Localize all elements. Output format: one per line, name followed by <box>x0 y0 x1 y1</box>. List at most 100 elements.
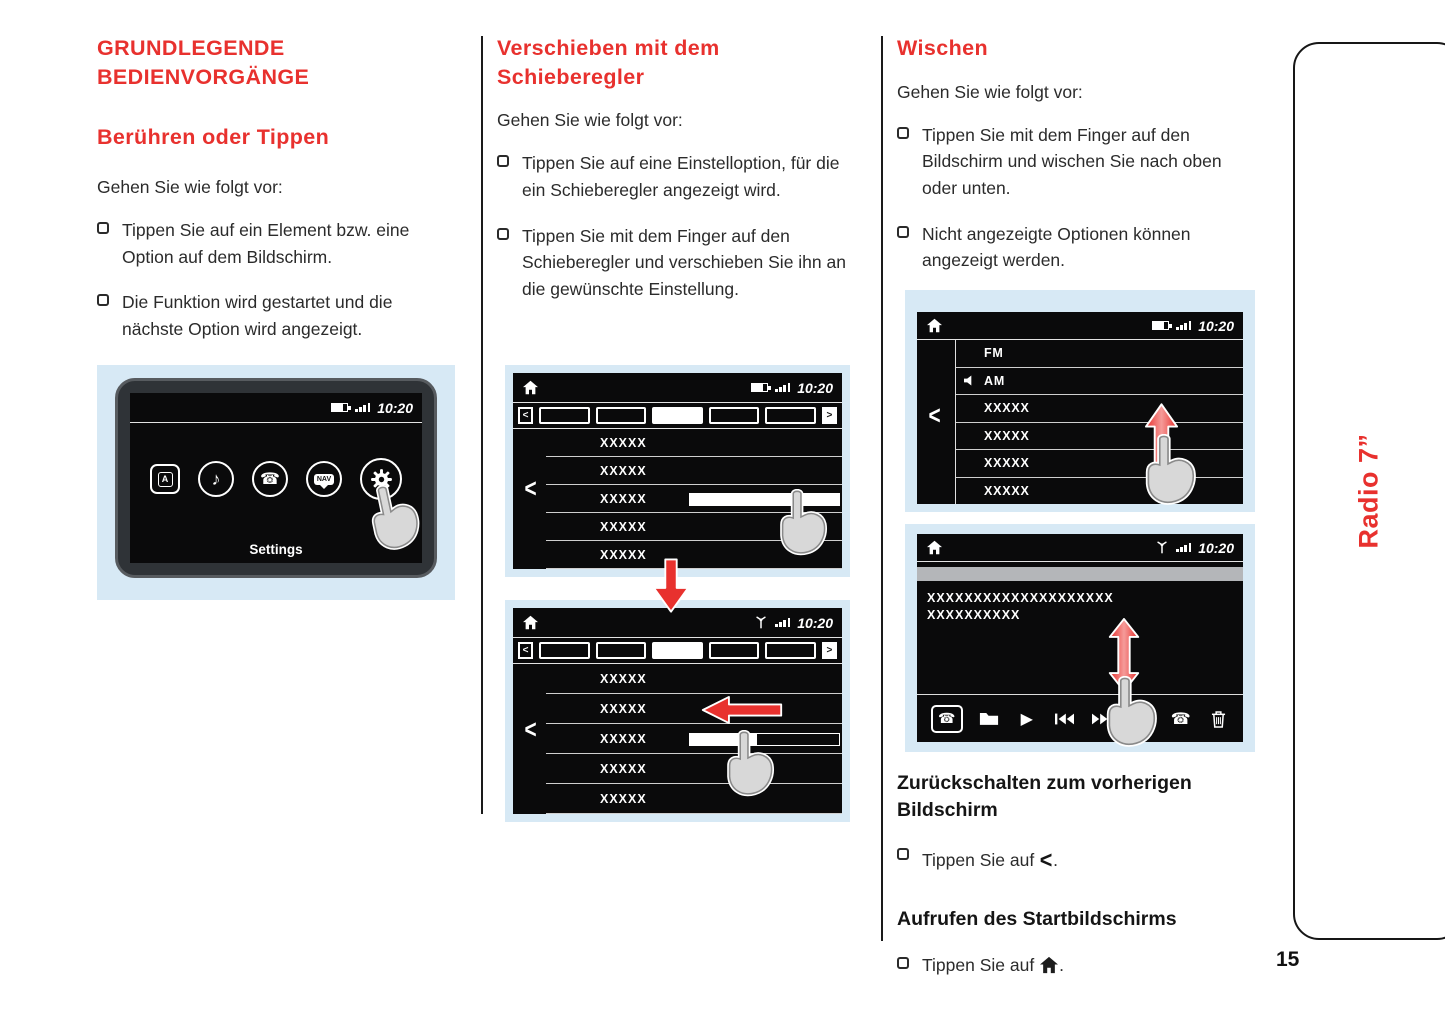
tab <box>595 642 647 659</box>
list-item: XXXXX <box>984 483 1030 498</box>
figure-swipe-track: 10:20 XXXXXXXXXXXXXXXXXXXX XXXXXXXXXX ☎ <box>905 524 1255 752</box>
back-chevron-icon: < <box>524 473 537 503</box>
tab-scroll-left: < <box>518 642 533 659</box>
tab-selected <box>652 407 703 424</box>
music-note-icon: ♪ <box>211 468 221 489</box>
gear-icon <box>370 468 392 490</box>
hand-cursor-icon <box>1145 434 1196 505</box>
antenna-icon <box>1157 541 1167 554</box>
chapter-tab-label: Radio 7” <box>1353 433 1384 549</box>
battery-icon <box>1152 321 1172 330</box>
radio-screen: 10:20 XXXXXXXXXXXXXXXXXXXX XXXXXXXXXX ☎ <box>917 534 1243 747</box>
track-title: XXXXXXXXXXXXXXXXXXXX <box>927 591 1114 605</box>
option-list: XXXXX XXXXX XXXXX XXXXX XXXXX <box>546 429 842 569</box>
back-heading: Zurückschalten zum vorherigen Bildschirm <box>897 772 1192 821</box>
bullet-item: Tippen Sie auf . <box>897 952 1249 979</box>
hand-cursor-icon <box>1106 676 1157 747</box>
tab <box>595 407 647 424</box>
drag-left-arrow <box>701 696 783 724</box>
tab-scroll-left: < <box>518 407 533 424</box>
tab <box>539 407 590 424</box>
apps-icon: A <box>150 464 180 494</box>
antenna-icon <box>756 616 766 629</box>
folder-icon <box>978 711 1000 726</box>
figure-slider-2: 10:20 < > XXXXX XXXXX XXXXX XXXXX XXXXX … <box>505 600 850 822</box>
tab-bar: < > <box>513 638 842 664</box>
phone-handset-icon: ☎ <box>260 471 280 488</box>
slider-bar <box>689 733 840 746</box>
list-item: XXXXX <box>956 395 1243 423</box>
list-item: XXXXX <box>546 513 842 541</box>
tab <box>708 642 760 659</box>
list-item: XXXXX <box>546 429 842 457</box>
figure-touch-tap: 10:20 A ♪ ☎ NAV <box>97 365 455 600</box>
column-swipe: Wischen Gehen Sie wie folgt vor: Tippen … <box>897 34 1249 274</box>
nav-pin-icon: NAV <box>314 473 334 485</box>
bullet-item: Tippen Sie mit dem Finger auf den Bildsc… <box>897 122 1249 202</box>
signal-icon <box>1176 542 1192 553</box>
status-bar: 10:20 <box>917 534 1243 562</box>
list-item: XXXXX <box>546 485 842 513</box>
home-icon <box>927 318 942 333</box>
tab <box>765 407 816 424</box>
bullet-item: Tippen Sie auf ein Element bzw. eine Opt… <box>97 217 455 270</box>
trash-icon <box>1207 710 1229 728</box>
bullet-list: Tippen Sie auf eine Einstelloption, für … <box>497 150 855 302</box>
intro-text: Gehen Sie wie folgt vor: <box>497 110 683 131</box>
subsection-heading-touch: Berühren oder Tippen <box>97 125 330 150</box>
home-icon <box>523 615 538 630</box>
bullet-marker-icon <box>97 294 109 307</box>
status-bar: 10:20 <box>917 312 1243 340</box>
clock: 10:20 <box>797 614 833 631</box>
hand-cursor-icon <box>371 484 420 550</box>
radio-device: 10:20 A ♪ ☎ NAV <box>115 378 437 578</box>
bullet-item: Tippen Sie mit dem Finger auf den Schieb… <box>497 223 855 303</box>
bullet-marker-icon <box>497 155 509 168</box>
bullet-text: Tippen Sie auf eine Einstelloption, für … <box>522 153 840 201</box>
back-chevron-icon: < <box>928 400 941 430</box>
column-slider: Verschieben mit dem Schieberegler Gehen … <box>497 34 855 302</box>
phone-icon: ☎ <box>930 704 963 733</box>
home-icon <box>927 540 942 555</box>
home-icon-row: A ♪ ☎ NAV <box>130 431 422 527</box>
signal-icon <box>355 402 371 413</box>
section-heading: GRUNDLEGENDE BEDIENVORGÄNGE <box>97 36 310 89</box>
column-divider <box>481 36 483 814</box>
bullet-item: Die Funktion wird gestartet und die näch… <box>97 289 455 342</box>
chevron-left-icon: < <box>522 410 529 421</box>
figure-slider-1: 10:20 < > XXXXX XXXXX XXXXX XXXXX XXXXX … <box>505 365 850 577</box>
column-divider <box>881 36 883 941</box>
bullet-text: Tippen Sie auf . <box>922 955 1064 976</box>
app-letter: A <box>157 471 173 487</box>
radio-screen: 10:20 < > XXXXX XXXXX XXXXX XXXXX XXXXX … <box>513 373 842 569</box>
list-item: XXXXX <box>956 450 1243 478</box>
option-list: XXXXX XXXXX XXXXX XXXXX XXXXX <box>546 664 842 814</box>
list-item-fm: FM <box>956 340 1243 368</box>
status-bar: 10:20 <box>130 393 422 423</box>
list-item: XXXXX <box>546 664 842 694</box>
bullet-item: Tippen Sie auf <. <box>897 843 1249 879</box>
progress-track <box>917 567 1243 581</box>
list-item: XXXXX <box>546 541 842 569</box>
bullet-list: Tippen Sie auf ein Element bzw. eine Opt… <box>97 217 455 342</box>
bullet-marker-icon <box>97 222 109 235</box>
source-list: FM AM XXXXX XXXXX XXXXX XXXXX <box>956 340 1243 504</box>
bullet-text: Nicht angezeigte Optionen können angezei… <box>922 223 1191 271</box>
signal-icon <box>775 617 791 628</box>
list-item: XXXXX <box>546 457 842 485</box>
signal-icon <box>1176 320 1192 331</box>
list-item: XXXXX <box>546 754 842 784</box>
status-bar: 10:20 <box>513 608 842 638</box>
list-item: XXXXX <box>956 423 1243 450</box>
bullet-text: Tippen Sie auf ein Element bzw. eine Opt… <box>122 220 410 267</box>
hand-cursor-icon <box>780 489 827 556</box>
subsection-heading-slider: Verschieben mit dem Schieberegler <box>497 36 720 89</box>
bullet-text: Tippen Sie mit dem Finger auf den Schieb… <box>522 225 846 299</box>
intro-text: Gehen Sie wie folgt vor: <box>97 176 283 197</box>
chevron-right-icon: > <box>826 410 833 421</box>
home-heading: Aufrufen des Startbildschirms <box>897 908 1177 931</box>
chevron-left-icon: < <box>522 645 529 656</box>
clock: 10:20 <box>797 379 833 396</box>
column-basic-operations: GRUNDLEGENDE BEDIENVORGÄNGE Berühren ode… <box>97 34 455 342</box>
home-icon <box>523 380 538 395</box>
